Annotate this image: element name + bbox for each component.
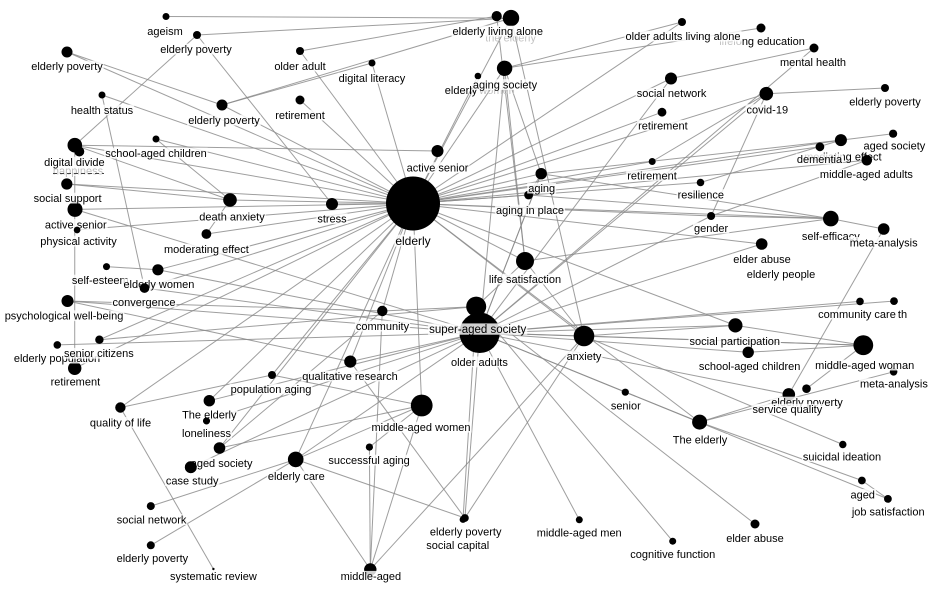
svg-text:elderly care: elderly care [268, 471, 325, 483]
svg-text:quality of life: quality of life [90, 417, 151, 429]
svg-text:meta-analysis: meta-analysis [860, 379, 928, 391]
svg-text:retirement: retirement [627, 170, 677, 182]
svg-text:resilience: resilience [678, 190, 724, 202]
svg-text:The elderly: The elderly [673, 434, 728, 446]
svg-text:senior: senior [611, 400, 641, 412]
svg-text:loneliness: loneliness [182, 428, 231, 440]
svg-text:self-esteem: self-esteem [72, 275, 129, 287]
svg-text:qualitative research: qualitative research [302, 371, 397, 383]
svg-text:elder abuse: elder abuse [733, 254, 791, 266]
svg-text:successful aging: successful aging [328, 455, 409, 467]
svg-text:older adults: older adults [451, 357, 508, 369]
svg-text:school-aged children: school-aged children [699, 361, 801, 373]
svg-text:social network: social network [117, 515, 187, 527]
svg-text:moderating effect: moderating effect [164, 244, 249, 256]
svg-text:psychological well-being: psychological well-being [5, 311, 124, 323]
svg-text:school-aged children: school-aged children [105, 148, 207, 160]
svg-text:digital literacy: digital literacy [339, 73, 406, 85]
svg-text:middle-aged women: middle-aged women [371, 422, 470, 434]
svg-text:elderly poverty: elderly poverty [430, 526, 502, 538]
svg-text:aged society: aged society [191, 458, 253, 470]
svg-text:case study: case study [166, 475, 219, 487]
svg-text:anxiety: anxiety [567, 351, 602, 363]
svg-text:stress: stress [317, 214, 347, 226]
svg-text:covid-19: covid-19 [747, 105, 789, 117]
svg-text:elderly poverty: elderly poverty [31, 61, 103, 73]
svg-text:convergence: convergence [113, 297, 176, 309]
svg-text:aged society: aged society [864, 140, 926, 152]
svg-text:elderly people: elderly people [747, 269, 816, 281]
svg-text:elderly poverty: elderly poverty [160, 44, 232, 56]
svg-text:elderly poverty: elderly poverty [849, 97, 921, 109]
svg-text:elderly women: elderly women [123, 279, 194, 291]
svg-text:digital divide: digital divide [44, 157, 105, 169]
svg-text:retirement: retirement [638, 120, 688, 132]
svg-text:elderly: elderly [395, 234, 430, 248]
svg-text:social support: social support [34, 193, 102, 205]
svg-text:elderly living alone: elderly living alone [453, 26, 544, 38]
svg-text:life satisfaction: life satisfaction [489, 274, 561, 286]
svg-text:elderly poverty: elderly poverty [188, 115, 260, 127]
svg-text:meta-analysis: meta-analysis [850, 237, 918, 249]
svg-text:aged: aged [850, 489, 874, 501]
svg-text:senior citizens: senior citizens [64, 348, 134, 360]
svg-text:older adult: older adult [274, 61, 325, 73]
svg-text:service quality: service quality [753, 404, 823, 416]
svg-text:older adults living alone: older adults living alone [626, 31, 741, 43]
svg-text:suicidal ideation: suicidal ideation [803, 452, 881, 464]
svg-text:job satisfaction: job satisfaction [851, 506, 925, 518]
svg-text:active senior: active senior [407, 163, 469, 175]
svg-text:systematic review: systematic review [170, 571, 257, 583]
svg-text:th: th [898, 309, 907, 321]
svg-text:death anxiety: death anxiety [199, 212, 265, 224]
svg-text:mental health: mental health [780, 57, 846, 69]
svg-text:social capital: social capital [426, 540, 489, 552]
svg-text:super-aged society: super-aged society [429, 324, 526, 336]
svg-text:population aging: population aging [231, 384, 312, 396]
svg-text:gender: gender [694, 223, 729, 235]
svg-text:middle-aged woman: middle-aged woman [815, 360, 914, 372]
svg-text:physical activity: physical activity [40, 236, 117, 248]
svg-text:retirement: retirement [51, 377, 101, 389]
svg-text:health status: health status [71, 105, 134, 117]
svg-text:ageism: ageism [147, 26, 182, 38]
svg-text:middle-aged adults: middle-aged adults [820, 169, 913, 181]
svg-text:aging: aging [528, 183, 555, 195]
svg-text:middle-aged: middle-aged [341, 571, 402, 583]
svg-text:cognitive function: cognitive function [630, 549, 715, 561]
svg-text:elder abuse: elder abuse [726, 533, 784, 545]
svg-text:dementia: dementia [797, 154, 843, 166]
svg-text:aging society: aging society [473, 80, 538, 92]
svg-text:community: community [356, 321, 410, 333]
svg-text:community care: community care [818, 309, 896, 321]
svg-text:social participation: social participation [690, 336, 781, 348]
svg-text:social network: social network [637, 88, 707, 100]
svg-text:elderly poverty: elderly poverty [117, 553, 189, 565]
svg-text:aging in place: aging in place [496, 205, 564, 217]
svg-text:middle-aged men: middle-aged men [537, 528, 622, 540]
svg-text:retirement: retirement [275, 110, 325, 122]
